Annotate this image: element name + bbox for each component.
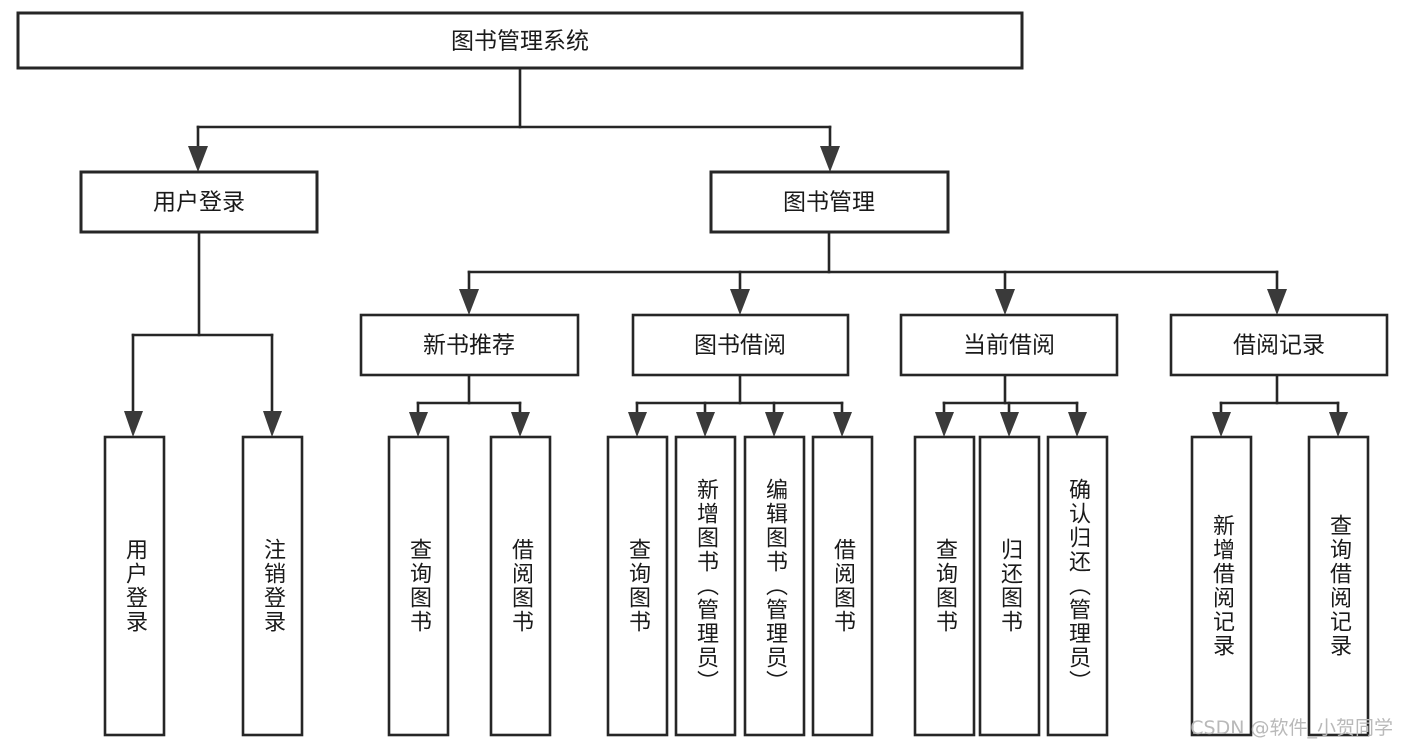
arrow-head-icon [820,146,840,172]
arrow-head-icon [765,412,784,437]
arrow-head-icon [696,412,715,437]
leaf-node-currentborrow-confirm[interactable]: 确认归还（管理员） [1046,435,1109,737]
leaf-label: 新增借阅记录 [1209,514,1235,658]
leaf-box[interactable] [1307,435,1370,737]
leaf-node-bookborrow-edit[interactable]: 编辑图书（管理员） [743,435,806,737]
leaf-node-currentborrow-query[interactable]: 查询图书 [913,435,976,737]
node-root-box[interactable] [16,11,1024,70]
arrow-head-icon [935,412,954,437]
connector-group-book-borrow [628,373,852,437]
node-book-borrow[interactable]: 图书借阅 [631,313,850,377]
arrow-head-icon [628,412,647,437]
node-book-management-box[interactable] [709,170,950,234]
arrow-head-icon [263,411,282,437]
leaf-node-bookborrow-query[interactable]: 查询图书 [606,435,669,737]
leaf-box[interactable] [387,435,450,737]
leaf-label: 查询图书 [406,538,432,634]
arrow-head-icon [511,412,530,437]
leaf-label: 用户登录 [122,538,148,634]
arrow-head-icon [1267,289,1287,315]
arrow-head-icon [1329,412,1348,437]
node-root-system[interactable]: 图书管理系统 [16,11,1024,70]
arrow-head-icon [995,289,1015,315]
arrow-head-icon [833,412,852,437]
leaf-node-newbook-query[interactable]: 查询图书 [387,435,450,737]
node-new-book-recommend[interactable]: 新书推荐 [359,313,580,377]
leaf-label: 查询图书 [932,538,958,634]
leaf-label: 新增图书（管理员） [693,478,719,694]
node-new-book-recommend-box[interactable] [359,313,580,377]
connector-group-borrow-record [1212,373,1348,437]
connector-group-root [188,66,840,172]
leaf-node-borrowrecord-add[interactable]: 新增借阅记录 [1190,435,1253,737]
leaf-node-newbook-borrow[interactable]: 借阅图书 [489,435,552,737]
leaf-box[interactable] [1190,435,1253,737]
leaf-label: 查询借阅记录 [1326,514,1352,658]
node-book-management-label: 图书管理 [783,190,875,216]
node-borrow-record-label: 借阅记录 [1233,333,1325,359]
node-new-book-recommend-label: 新书推荐 [423,333,515,359]
node-borrow-record[interactable]: 借阅记录 [1169,313,1389,377]
leaf-label: 编辑图书（管理员） [762,478,788,694]
leaf-box[interactable] [489,435,552,737]
leaf-label: 借阅图书 [508,538,534,634]
node-book-management[interactable]: 图书管理 [709,170,950,234]
watermark-label: CSDN @软件_小贺同学 [1190,717,1393,739]
node-current-borrow[interactable]: 当前借阅 [899,313,1119,377]
arrow-head-icon [124,411,143,437]
arrow-head-icon [1068,412,1087,437]
node-borrow-record-box[interactable] [1169,313,1389,377]
leaf-node-borrowrecord-query[interactable]: 查询借阅记录 [1307,435,1370,737]
leaf-box[interactable] [103,435,166,737]
node-current-borrow-box[interactable] [899,313,1119,377]
arrow-head-icon [1000,412,1019,437]
leaf-node-user-login-login[interactable]: 用户登录 [103,435,166,737]
arrow-head-icon [409,412,428,437]
node-root-label: 图书管理系统 [451,29,589,55]
leaf-box[interactable] [606,435,669,737]
connector-group-new-book [409,373,530,437]
node-book-borrow-label: 图书借阅 [694,333,786,359]
connector-group-book-mgmt [459,230,1287,315]
node-book-borrow-box[interactable] [631,313,850,377]
arrow-head-icon [459,289,479,315]
leaf-label: 归还图书 [997,538,1023,634]
leaf-box[interactable] [811,435,874,737]
leaf-label: 确认归还（管理员） [1065,478,1091,694]
arrow-head-icon [1212,412,1231,437]
connector-group-user-login [124,230,282,437]
node-user-login-box[interactable] [79,170,319,234]
leaf-box[interactable] [913,435,976,737]
leaf-node-bookborrow-borrow[interactable]: 借阅图书 [811,435,874,737]
leaf-box[interactable] [674,435,737,737]
node-current-borrow-label: 当前借阅 [963,333,1055,359]
arrow-head-icon [188,146,208,172]
leaf-node-user-login-logout[interactable]: 注销登录 [241,435,304,737]
arrow-head-icon [730,289,750,315]
connector-group-current-borrow [935,373,1087,437]
leaf-node-bookborrow-add[interactable]: 新增图书（管理员） [674,435,737,737]
leaf-label: 查询图书 [625,538,651,634]
leaf-label: 借阅图书 [830,538,856,634]
leaf-node-currentborrow-return[interactable]: 归还图书 [978,435,1041,737]
leaf-box[interactable] [978,435,1041,737]
leaf-box[interactable] [241,435,304,737]
node-user-login[interactable]: 用户登录 [79,170,319,234]
leaf-box[interactable] [743,435,806,737]
leaf-label: 注销登录 [260,538,286,634]
node-user-login-label: 用户登录 [153,190,245,216]
leaf-box[interactable] [1046,435,1109,737]
